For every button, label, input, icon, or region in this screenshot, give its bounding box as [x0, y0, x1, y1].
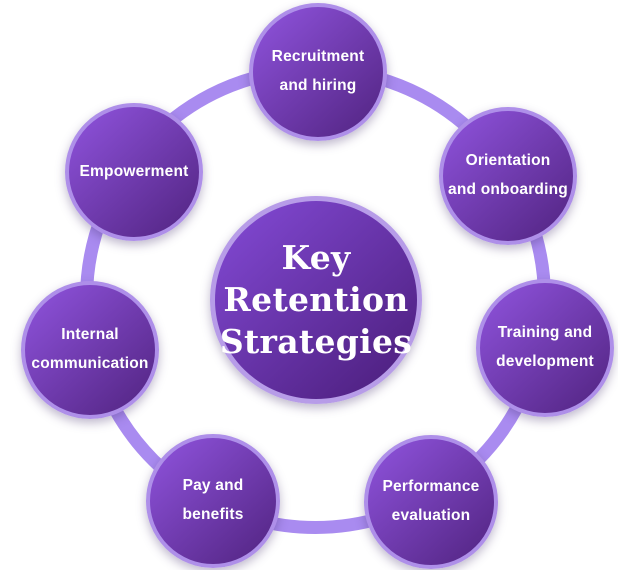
node-label-line: Performance [382, 478, 480, 496]
node-label: Empowerment [80, 158, 189, 187]
node-label-line: Pay and [182, 477, 244, 495]
center-label-line: Strategies [219, 322, 413, 362]
node-label: Pay and benefits [182, 472, 243, 529]
node-label-line: benefits [182, 506, 244, 523]
node-label: Internal communication [31, 321, 148, 378]
node-label: Performance evaluation [383, 473, 480, 530]
node-label: Orientation and onboarding [448, 147, 568, 204]
node-label: Training and development [496, 319, 594, 376]
node-label-line: Training and [497, 324, 593, 342]
center-node-key-retention-strategies: Key Retention Strategies [210, 196, 422, 404]
node-training-and-development: Training and development [476, 279, 614, 417]
node-label: Recruitment and hiring [272, 43, 365, 100]
node-pay-and-benefits: Pay and benefits [146, 434, 280, 568]
center-label-line: Key [281, 237, 351, 277]
center-label-line: Retention [223, 279, 409, 319]
center-node-label: Key Retention Strategies [220, 237, 412, 364]
node-label-line: development [496, 353, 594, 370]
node-label-line: Orientation [465, 152, 551, 170]
node-label-line: Internal [61, 326, 119, 344]
node-label-line: and onboarding [448, 181, 568, 198]
node-empowerment: Empowerment [65, 103, 203, 241]
node-label-line: and hiring [279, 77, 357, 94]
node-label-line: Recruitment [271, 48, 365, 66]
node-internal-communication: Internal communication [21, 281, 159, 419]
node-recruitment-and-hiring: Recruitment and hiring [249, 3, 387, 141]
node-orientation-and-onboarding: Orientation and onboarding [439, 107, 577, 245]
node-performance-evaluation: Performance evaluation [364, 435, 498, 569]
node-label-line: communication [31, 355, 149, 372]
node-label-line: Empowerment [79, 162, 189, 180]
node-label-line: evaluation [391, 507, 471, 524]
